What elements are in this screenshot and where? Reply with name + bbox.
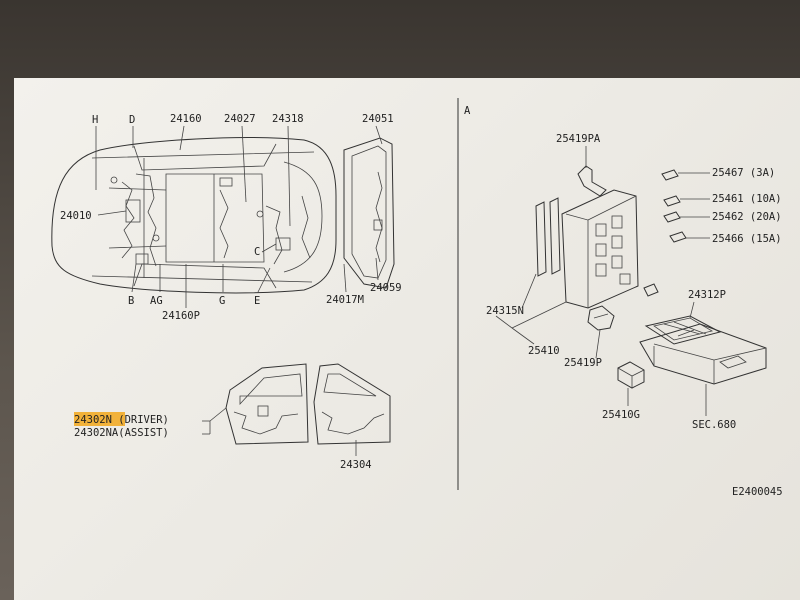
label-25461: 25461 (10A) [712, 193, 782, 205]
label-24017m: 24017M [326, 294, 364, 306]
fuse-holder-strip [535, 197, 561, 277]
label-24010: 24010 [60, 210, 92, 222]
lower-box-sec680 [639, 323, 767, 385]
fuse-25466 [669, 231, 687, 243]
label-ag: AG [150, 295, 163, 307]
label-24160: 24160 [170, 113, 202, 125]
label-25462: 25462 (20A) [712, 211, 782, 223]
part-highlight [74, 412, 125, 426]
clip-25419p [587, 305, 615, 331]
car-body [51, 137, 337, 294]
label-25466: 25466 (15A) [712, 233, 782, 245]
fuse-box [561, 189, 639, 309]
back-door [343, 137, 395, 289]
label-24160p: 24160P [162, 310, 200, 322]
fuse-25467 [661, 169, 679, 181]
label-c: C [254, 246, 260, 258]
front-door [225, 363, 309, 445]
label-b: B [128, 295, 134, 307]
wiring-diagram: A H D 24160 24027 24318 [51, 98, 783, 498]
label-25467: 25467 (3A) [712, 167, 775, 179]
label-24059: 24059 [370, 282, 402, 294]
small-clip [643, 283, 659, 297]
fuse-25461 [663, 195, 681, 207]
label-24315n: 24315N [486, 305, 524, 317]
label-24302n: 24302N (DRIVER) [74, 414, 169, 426]
label-25410g: 25410G [602, 409, 640, 421]
label-24027: 24027 [224, 113, 256, 125]
label-24051: 24051 [362, 113, 394, 125]
label-24302na: 24302NA(ASSIST) [74, 427, 169, 439]
relay-25410g [617, 361, 645, 389]
label-25419p: 25419P [564, 357, 602, 369]
diagram-sheet: A H D 24160 24027 24318 [14, 78, 800, 600]
cover-24312p [644, 315, 722, 345]
label-24304: 24304 [340, 459, 372, 471]
label-25410: 25410 [528, 345, 560, 357]
label-d: D [129, 114, 135, 126]
label-e: E [254, 295, 260, 307]
label-sec680: SEC.680 [692, 419, 736, 431]
diagram-id: E2400045 [732, 486, 783, 498]
label-g: G [219, 295, 225, 307]
label-h: H [92, 114, 98, 126]
rear-door [313, 363, 391, 445]
label-25419pa: 25419PA [556, 133, 601, 145]
section-a-label: A [464, 105, 471, 117]
label-24318: 24318 [272, 113, 304, 125]
fuse-25462 [663, 211, 681, 223]
label-24312p: 24312P [688, 289, 726, 301]
bracket-25419pa [577, 165, 607, 197]
